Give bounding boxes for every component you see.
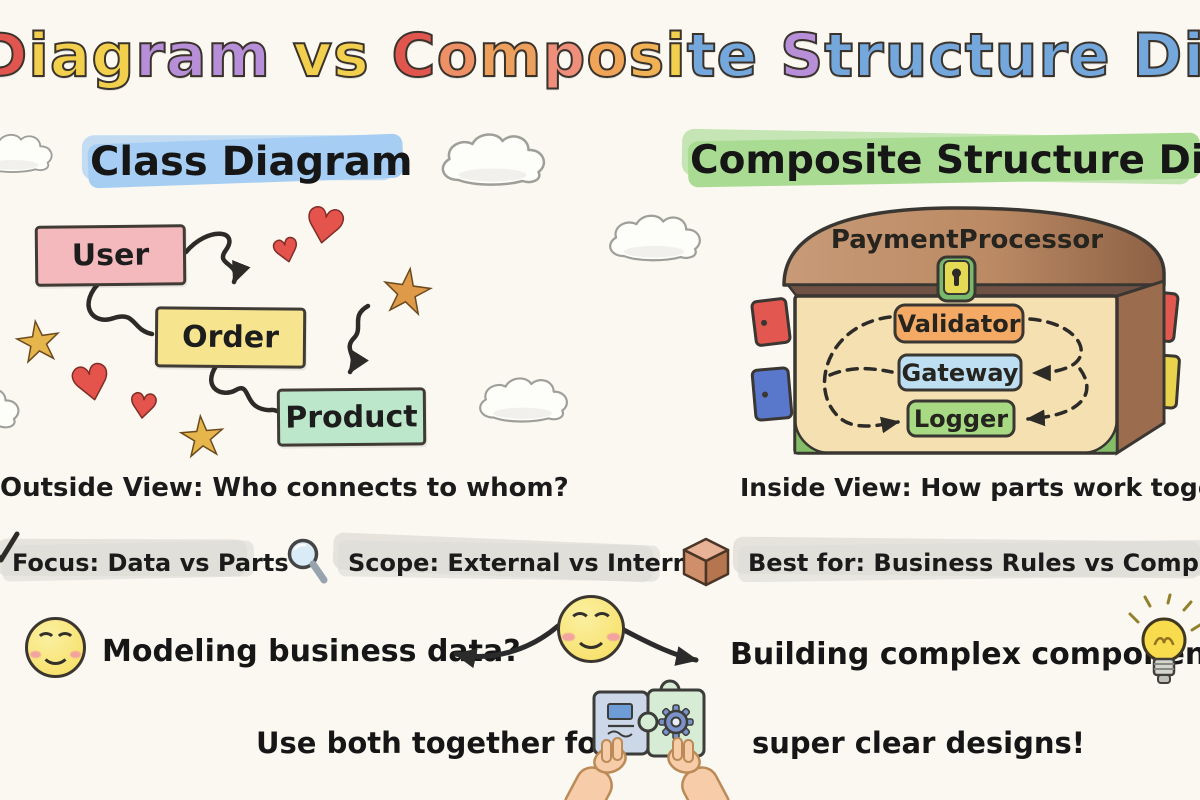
star-icon: ★: [375, 253, 440, 331]
main-title: Class Diagram vs Composite Structure Dia…: [0, 21, 1200, 91]
puzzle-hands-icon: [563, 679, 731, 800]
star-icon: ★: [175, 402, 230, 470]
smiley-cheek: [607, 632, 620, 641]
cloud-icon: [609, 214, 701, 262]
class-box-user-label: User: [71, 237, 150, 274]
check-mark-icon: [0, 531, 20, 563]
port-tab-red-left: [750, 297, 792, 347]
question-left: Modeling business data?: [102, 634, 521, 669]
part-label-validator: Validator: [897, 310, 1020, 338]
comparison-scope: Scope: External vs Internal: [348, 549, 715, 577]
chest-side: [1115, 278, 1166, 456]
part-box-validator: [893, 303, 1025, 344]
arrow-to-left: [453, 623, 561, 669]
chest-lid: [782, 206, 1166, 287]
comparison-focus: Focus: Data vs Parts: [12, 549, 289, 577]
footer-text-after: super clear designs!: [752, 726, 1086, 760]
lock-icon: [936, 255, 977, 303]
part-label-logger: Logger: [914, 405, 1008, 433]
part-box-gateway: [897, 353, 1023, 392]
cloud-icon: [479, 377, 568, 423]
comparison-bestfor: Best for: Business Rules vs Complex Comp…: [748, 549, 1200, 577]
chest-title: PaymentProcessor: [831, 225, 1103, 255]
heart-icon: ♥: [298, 195, 352, 259]
magnifier-icon: [287, 538, 328, 584]
lightbulb-icon: [1128, 593, 1200, 684]
star-icon: ★: [9, 306, 67, 377]
class-box-order: Order: [154, 306, 307, 369]
part-label-gateway: Gateway: [902, 359, 1019, 387]
caption-inside-view: Inside View: How parts work together!: [740, 473, 1200, 502]
chest-corner-right: [1081, 417, 1119, 455]
line-order-product-curl: [209, 363, 280, 414]
smiley-cheek: [69, 650, 81, 658]
smiley-mouth: [40, 634, 71, 666]
class-box-product: Product: [276, 387, 427, 447]
composite-heading: Composite Structure Diagram: [690, 138, 1200, 183]
part-box-logger: [906, 399, 1016, 438]
cloud-icon: [0, 389, 20, 429]
smiley-eye: [568, 611, 591, 634]
smiley-face-icon: [25, 617, 86, 678]
smiley-eye: [35, 632, 56, 652]
heart-icon: ♥: [125, 385, 161, 429]
class-box-user: User: [34, 224, 187, 287]
dashed-flow-arrows: [822, 315, 1089, 434]
arrow-to-right: [617, 625, 699, 666]
chest-corner-left: [793, 417, 831, 455]
gear-icon: [658, 704, 694, 740]
cloud-icon: [0, 133, 53, 173]
line-user-order-curl: [86, 277, 155, 337]
class-diagram-heading: Class Diagram: [90, 139, 413, 185]
smiley-cheek: [30, 650, 42, 658]
class-box-product-label: Product: [285, 398, 418, 436]
cloud-icon: [441, 133, 546, 186]
cube-icon: [682, 537, 730, 587]
smiley-mouth: [573, 614, 609, 649]
smiley-eye: [55, 632, 76, 652]
treasure-chest-illustration: PaymentProcessor Validator Gateway Logge…: [750, 206, 1181, 456]
port-tab-blue-left: [750, 366, 794, 422]
question-right: Building complex component?: [730, 637, 1200, 672]
smiley-eye: [591, 611, 614, 634]
arrow-to-product: [347, 303, 371, 375]
smiley-cheek: [562, 632, 575, 641]
class-box-order-label: Order: [181, 319, 280, 356]
footer-text-before: Use both together for: [256, 726, 612, 760]
smiley-face-icon: [557, 595, 625, 663]
decision-arrows: [453, 623, 699, 669]
arrow-user-to-order: [183, 231, 251, 285]
association-arrows: [86, 231, 371, 414]
caption-outside-view: Outside View: Who connects to whom?: [0, 473, 569, 503]
